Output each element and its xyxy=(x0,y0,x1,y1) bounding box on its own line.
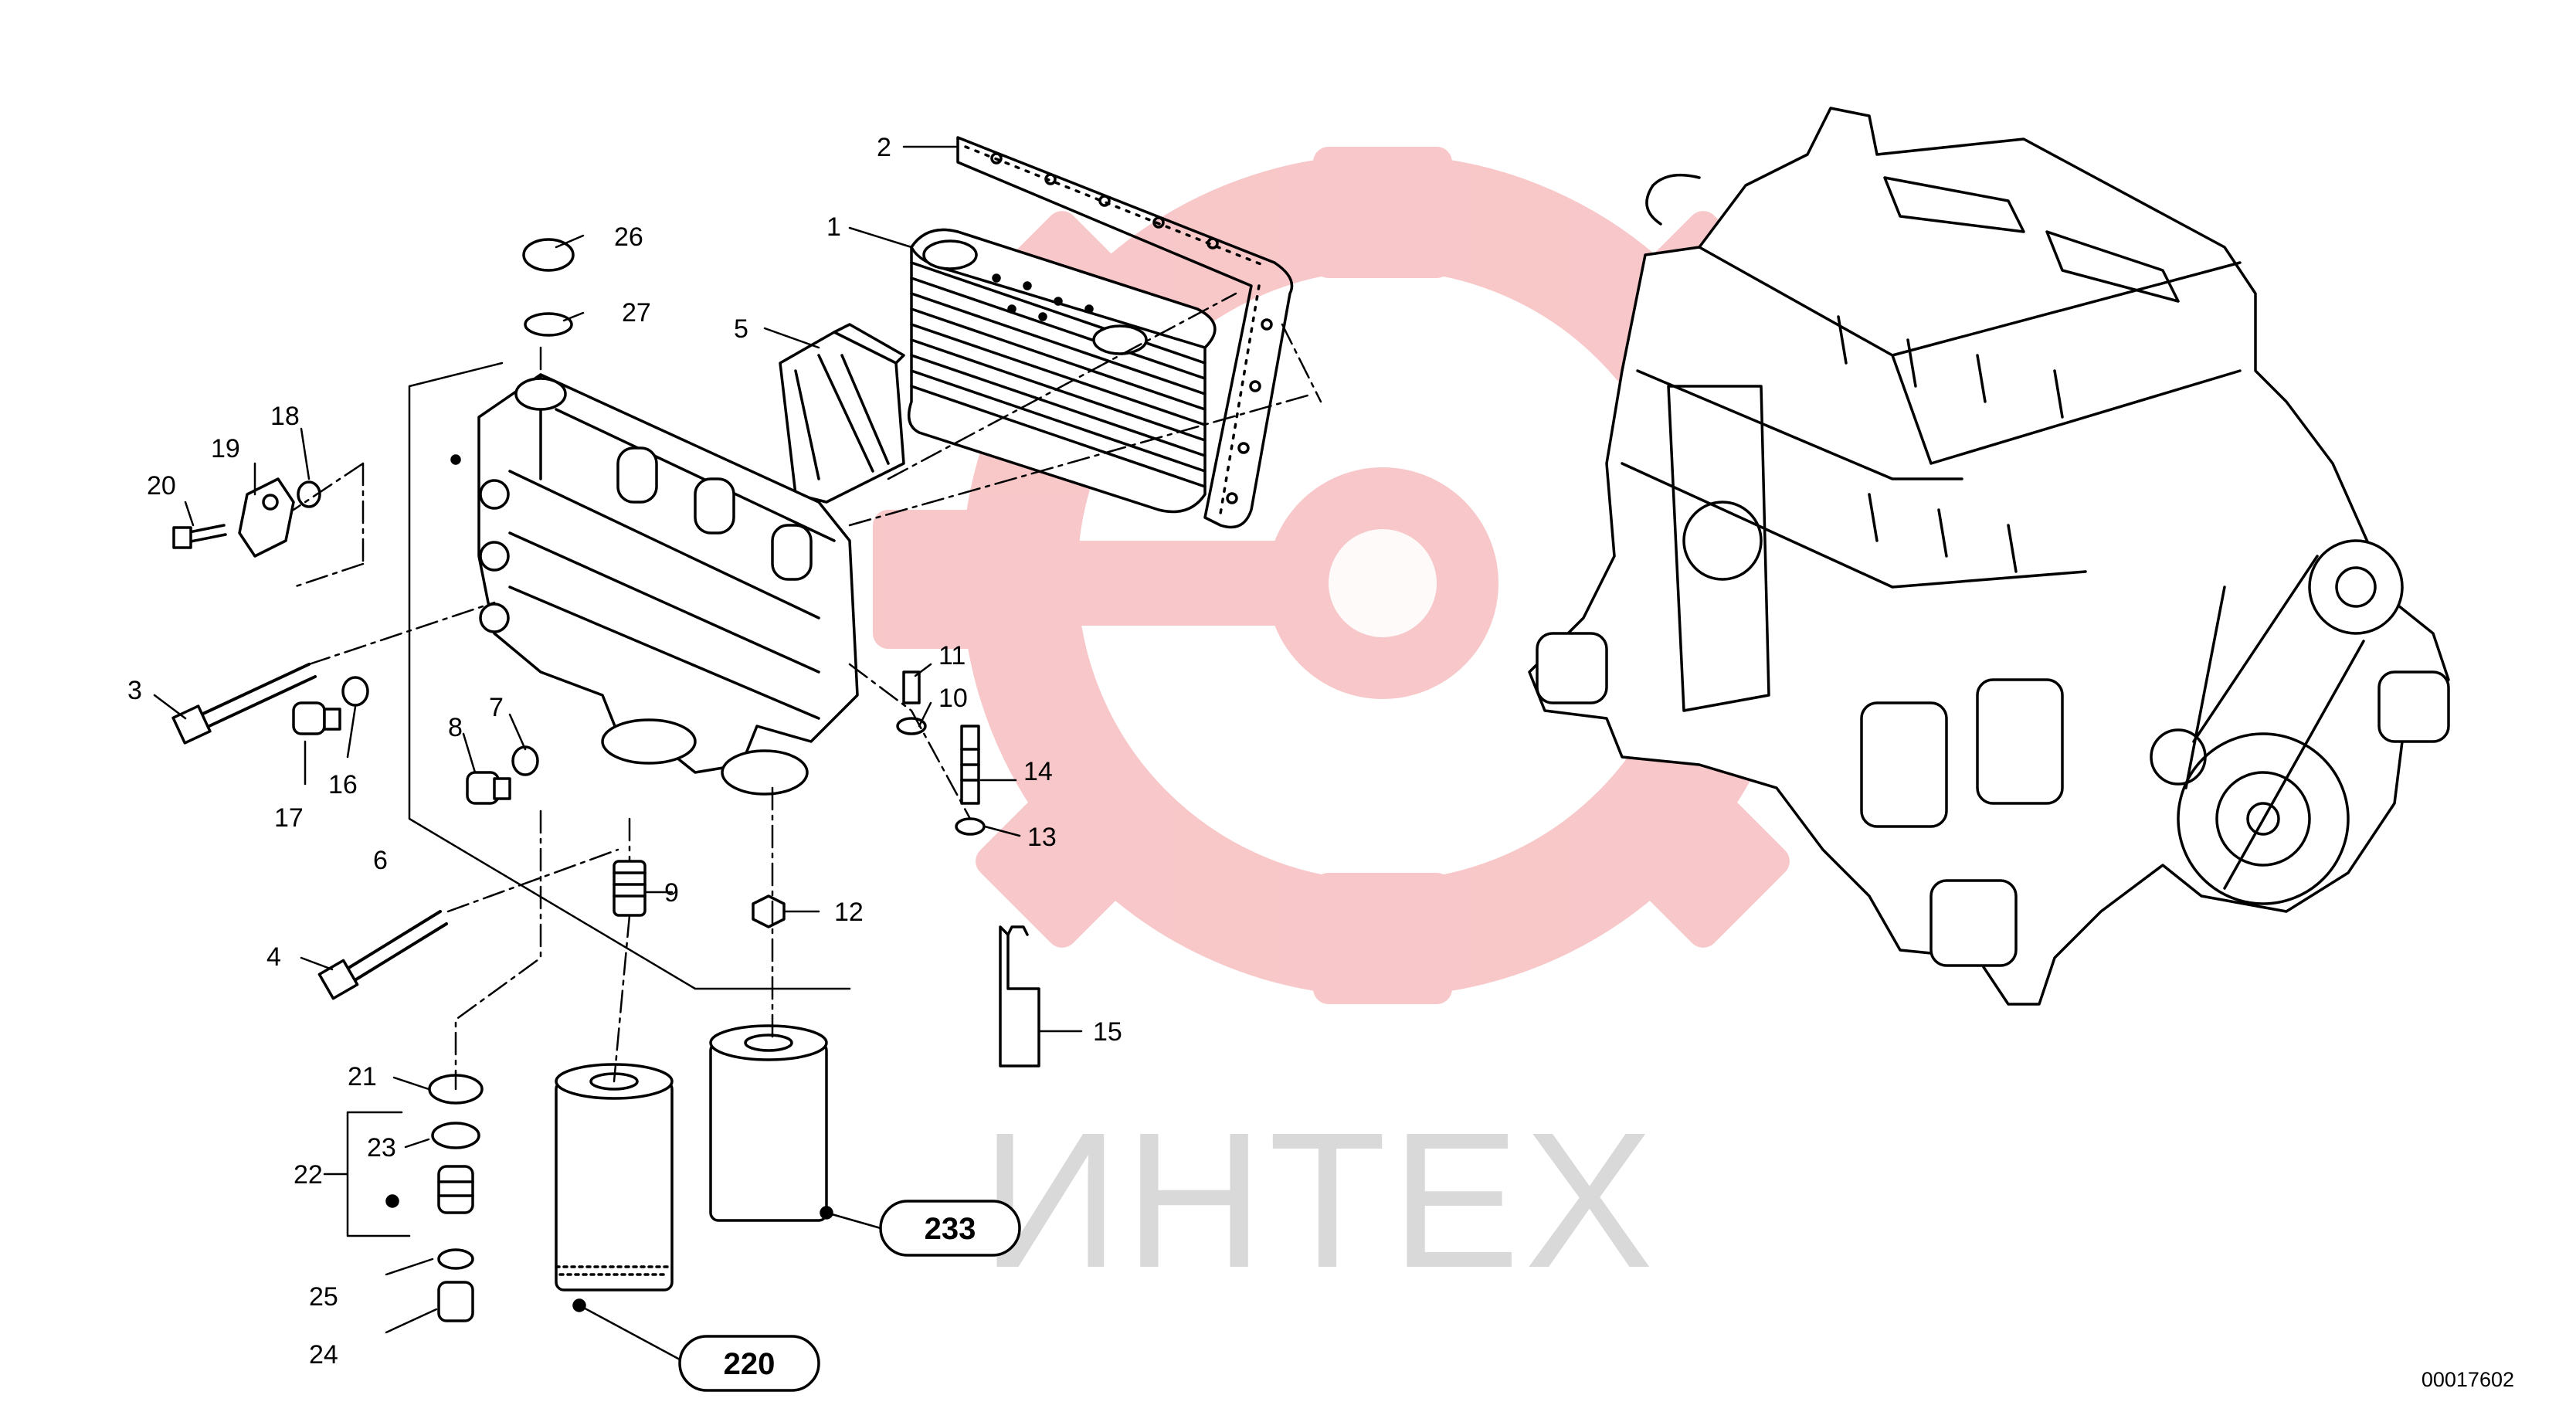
plug-8 xyxy=(466,771,511,805)
bolt-20 xyxy=(172,524,227,549)
callout-23: 23 xyxy=(367,1133,396,1163)
callout-22: 22 xyxy=(294,1160,323,1190)
reference-pill-233 xyxy=(879,1200,1021,1257)
reference-label-233: 233 xyxy=(925,1212,976,1246)
callout-5: 5 xyxy=(734,314,748,344)
engine-assembly xyxy=(1528,107,2450,1006)
callout-11: 11 xyxy=(938,641,966,670)
plug-22 xyxy=(437,1165,474,1214)
callout-25: 25 xyxy=(309,1282,338,1312)
callout-15: 15 xyxy=(1093,1017,1122,1047)
callout-8: 8 xyxy=(448,713,463,742)
sealant-tube-15 xyxy=(999,925,1040,1067)
callout-6: 6 xyxy=(373,846,388,875)
washer-16 xyxy=(341,676,369,707)
leader-lines xyxy=(153,145,1083,1361)
flange-19 xyxy=(238,477,295,558)
callout-20: 20 xyxy=(147,471,176,501)
ring-23 xyxy=(431,1122,480,1149)
washer-7 xyxy=(511,745,539,776)
cooler-gasket xyxy=(956,136,1294,529)
callout-13: 13 xyxy=(1027,823,1057,852)
leader-dot-22 xyxy=(385,1194,399,1208)
plug-17 xyxy=(292,701,341,735)
sensor-14 xyxy=(955,725,986,836)
washer-27 xyxy=(524,312,573,337)
leader-dot-220 xyxy=(572,1298,586,1312)
watermark-text: ИНТЕХ xyxy=(981,1092,1658,1308)
reference-pill-220 xyxy=(678,1335,820,1392)
callout-26: 26 xyxy=(614,222,643,252)
cover-plate xyxy=(779,323,905,504)
callout-9: 9 xyxy=(664,878,679,908)
assembly-guide-lines xyxy=(292,292,1322,1091)
callout-1: 1 xyxy=(826,212,841,242)
document-number: 00017602 xyxy=(2422,1368,2514,1391)
o-ring-25 xyxy=(437,1248,474,1270)
sensor-11 xyxy=(896,670,927,735)
bolt-4 xyxy=(317,910,448,1000)
callout-24: 24 xyxy=(309,1340,338,1370)
callout-12: 12 xyxy=(834,898,864,927)
plug-24 xyxy=(437,1281,474,1322)
callout-10: 10 xyxy=(938,684,968,713)
group-bracket-lines xyxy=(323,361,851,1237)
nut-12 xyxy=(752,894,786,928)
callout-4: 4 xyxy=(266,942,281,972)
plug-26 xyxy=(522,238,575,272)
oil-filter-housing xyxy=(450,373,859,796)
leader-dot-233 xyxy=(820,1206,833,1220)
callout-19: 19 xyxy=(211,434,240,463)
callout-labels: 2 1 5 26 27 18 19 20 3 8 7 16 17 6 11 10… xyxy=(127,133,2514,1391)
callout-2: 2 xyxy=(877,133,891,162)
nipple-9 xyxy=(613,860,647,917)
callout-16: 16 xyxy=(328,770,358,799)
oil-filter-233 xyxy=(709,1024,828,1222)
oil-filter-220 xyxy=(555,1063,674,1292)
o-ring-18 xyxy=(297,480,321,508)
callout-27: 27 xyxy=(622,298,651,328)
reference-label-220: 220 xyxy=(724,1347,776,1381)
callout-17: 17 xyxy=(274,803,304,833)
callout-3: 3 xyxy=(127,676,142,705)
callout-14: 14 xyxy=(1023,757,1053,786)
callout-18: 18 xyxy=(270,402,300,431)
oil-cooler-core xyxy=(907,228,1217,514)
callout-7: 7 xyxy=(489,693,504,722)
callout-21: 21 xyxy=(348,1062,377,1091)
